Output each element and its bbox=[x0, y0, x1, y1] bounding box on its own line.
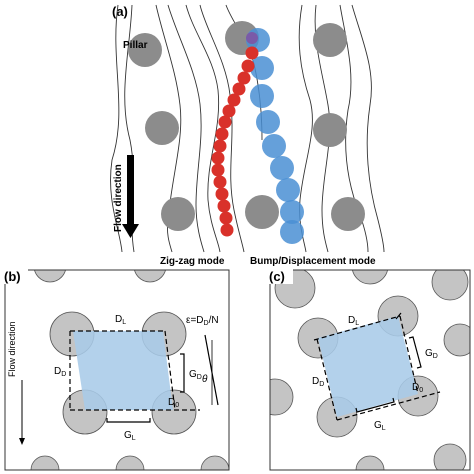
pillar bbox=[115, 455, 145, 470]
pillar bbox=[161, 197, 195, 231]
red-particle bbox=[211, 163, 225, 177]
zigzag-particle-path bbox=[211, 32, 259, 237]
panel-a-label: (a) bbox=[112, 4, 128, 19]
pillar bbox=[352, 270, 388, 285]
red-particle bbox=[227, 93, 241, 107]
red-particle bbox=[215, 127, 229, 141]
red-particle bbox=[213, 139, 227, 153]
pillar bbox=[145, 111, 179, 145]
red-particle bbox=[246, 32, 258, 44]
dd-label-c: DD bbox=[312, 376, 324, 388]
gl-label-c: GL bbox=[374, 420, 386, 432]
red-particle bbox=[237, 71, 251, 85]
panel-c-frame bbox=[269, 269, 471, 471]
pillar bbox=[431, 270, 469, 301]
dl-label-c: DL bbox=[348, 315, 359, 327]
gl-label-b: GL bbox=[124, 430, 136, 442]
d0-label-b: D0 bbox=[168, 397, 179, 409]
pillar bbox=[200, 455, 229, 470]
dl-label-b: DL bbox=[115, 314, 126, 326]
theta-label: θ bbox=[202, 374, 208, 385]
blue-particle bbox=[270, 156, 294, 180]
dimension-lines bbox=[69, 330, 219, 423]
pillar bbox=[30, 455, 60, 470]
blue-particle bbox=[250, 56, 274, 80]
red-particle bbox=[211, 151, 225, 165]
pillar bbox=[34, 270, 66, 283]
pillar bbox=[313, 23, 347, 57]
red-particle bbox=[245, 46, 259, 60]
red-particle bbox=[218, 115, 232, 129]
unit-cell bbox=[318, 316, 418, 417]
red-particle bbox=[220, 223, 234, 237]
blue-particle bbox=[262, 134, 286, 158]
red-particle bbox=[213, 175, 227, 189]
dimension-lines bbox=[313, 312, 441, 421]
red-particle bbox=[232, 82, 246, 96]
dd-label-b: DD bbox=[54, 366, 66, 378]
zigzag-mode-label: Zig-zag mode bbox=[160, 256, 225, 267]
flow-direction-arrow bbox=[122, 155, 139, 238]
red-particle bbox=[222, 104, 236, 118]
pillar bbox=[355, 455, 385, 470]
panel-c-label: (c) bbox=[269, 269, 285, 284]
panel-b: DL DD GD D0 GL θ ε=DD/N (b) Flow directi… bbox=[2, 268, 230, 471]
pillar bbox=[433, 443, 467, 470]
pillar bbox=[313, 113, 347, 147]
pillars bbox=[128, 21, 365, 231]
blue-particle bbox=[250, 84, 274, 108]
panel-c: DL DD GD D0 GL (c) bbox=[267, 268, 471, 471]
gd-label-b: GD bbox=[189, 369, 202, 381]
pillar bbox=[270, 378, 294, 416]
pillar bbox=[331, 197, 365, 231]
red-particle bbox=[217, 199, 231, 213]
d0-label-c: D0 bbox=[412, 382, 423, 394]
panel-b-label: (b) bbox=[4, 269, 21, 284]
pillar bbox=[443, 323, 470, 357]
panel-b-frame bbox=[4, 269, 230, 471]
panel-a: (a) bbox=[110, 4, 385, 267]
blue-particle bbox=[276, 178, 300, 202]
bump-particle-path bbox=[246, 28, 304, 244]
flow-direction-label-b: Flow direction bbox=[7, 321, 17, 377]
unit-cell bbox=[73, 331, 173, 410]
bump-mode-label: Bump/Displacement mode bbox=[250, 256, 376, 267]
pillar bbox=[128, 33, 162, 67]
pillar-label: Pillar bbox=[123, 40, 148, 51]
red-particle bbox=[215, 187, 229, 201]
flow-direction-label-a: Flow direction bbox=[113, 164, 124, 232]
blue-particle bbox=[280, 200, 304, 224]
red-particle bbox=[219, 211, 233, 225]
pillar bbox=[245, 195, 279, 229]
epsilon-label: ε=DD/N bbox=[186, 315, 219, 327]
blue-particle bbox=[280, 220, 304, 244]
blue-particle bbox=[256, 110, 280, 134]
gd-label-c: GD bbox=[425, 348, 438, 360]
red-particle bbox=[241, 59, 255, 73]
pillar bbox=[134, 270, 166, 283]
